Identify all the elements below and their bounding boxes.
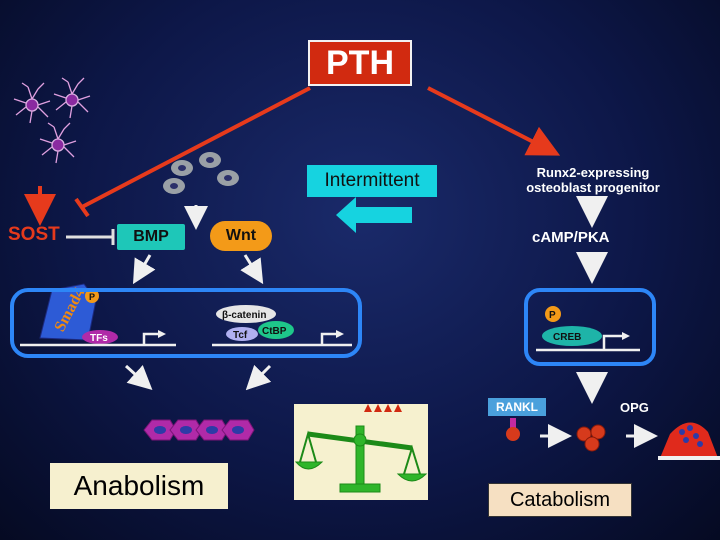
pth-to-progenitor-arrow	[427, 86, 561, 156]
creb-p-label: P	[549, 310, 556, 321]
lining-cells-icon	[163, 152, 239, 194]
bmp-down-arrow	[132, 254, 156, 285]
right-promoter-icon	[212, 332, 352, 347]
tcf-blob	[226, 327, 258, 341]
intermittent-box: Intermittent	[307, 165, 437, 197]
anabolism-box: Anabolism	[50, 463, 228, 509]
rankl-label: RANKL	[488, 398, 546, 416]
rankl-receptor-icon	[510, 418, 516, 428]
sost-label: SOST	[8, 224, 60, 245]
tfs-label: TFs	[90, 333, 108, 344]
bmp-box: BMP	[117, 224, 185, 250]
balance-scale-panel	[294, 404, 428, 500]
opg-label: OPG	[620, 400, 649, 415]
wnt-down-arrow	[240, 254, 264, 285]
creb-promoter-icon	[536, 334, 640, 352]
fusing-cells-icon	[576, 424, 606, 452]
camp-pka-label: cAMP/PKA	[532, 229, 610, 246]
transcription-panel-left	[10, 288, 362, 358]
smad-complex-icon: Smad4 P	[39, 283, 99, 341]
creb-blob	[542, 326, 602, 346]
osteocyte-cells-icon	[13, 77, 91, 164]
tfs-blob	[82, 330, 118, 344]
sost-inhibit-bmp-arrow	[66, 229, 115, 245]
beta-catenin-blob	[216, 305, 276, 323]
pth-inhibit-arrow	[74, 86, 311, 218]
ctbp-blob	[258, 321, 294, 339]
transcription-panel-right	[524, 288, 656, 366]
catabolism-box: Catabolism	[488, 483, 632, 517]
balance-scale-icon	[294, 404, 428, 493]
creb-p-badge	[545, 306, 561, 322]
smad-p-label: P	[89, 292, 95, 302]
progenitor-label: Runx2-expressing osteoblast progenitor	[526, 165, 660, 195]
left-promoter-icon	[20, 332, 176, 347]
ctbp-label: CtBP	[262, 326, 287, 337]
panel-to-cells-arrow-right	[245, 364, 272, 391]
wnt-box: Wnt	[210, 221, 272, 251]
osteoclast-icon	[658, 422, 720, 460]
beta-catenin-label: β-catenin	[222, 310, 266, 321]
tcf-label: Tcf	[233, 330, 248, 341]
intermittent-left-arrow	[336, 197, 412, 233]
pth-box: PTH	[308, 40, 412, 86]
creb-label: CREB	[553, 332, 581, 343]
osteoblast-cells-icon	[143, 419, 255, 441]
panel-to-cells-arrow-left	[124, 364, 153, 391]
osteoclast-precursor-icon	[506, 427, 520, 441]
